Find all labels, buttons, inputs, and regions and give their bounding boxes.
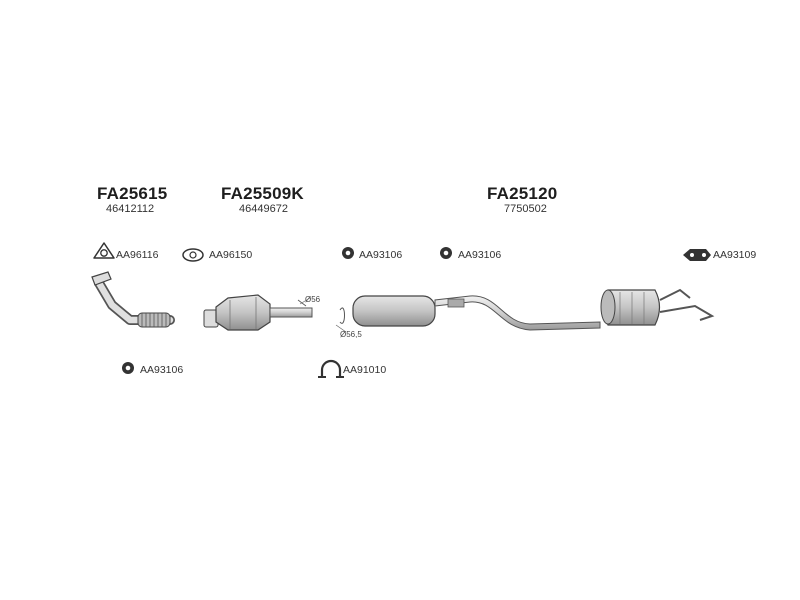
group-code-2: FA25509K	[221, 184, 304, 203]
part-label-ring-lower: AA93106	[140, 364, 184, 376]
front-pipe-part	[91, 271, 175, 328]
part-label-clamp: AA91010	[343, 364, 387, 376]
gasket-oval-icon	[182, 248, 204, 262]
dimension-label-2: Ø56,5	[340, 330, 362, 339]
part-label-gasket-cat: AA96150	[209, 249, 253, 261]
part-label-gasket-front: AA96116	[116, 249, 159, 261]
group-code-3: FA25120	[487, 184, 558, 203]
part-label-hanger-rear: AA93109	[713, 249, 757, 261]
dimension-label-1: Ø56	[305, 295, 321, 304]
muffler-assembly-part	[339, 288, 715, 331]
part-label-ring-mid-left: AA93106	[359, 249, 403, 261]
rubber-hanger-icon	[683, 249, 711, 261]
gasket-triangle-icon	[93, 242, 115, 259]
dimension-leader	[299, 297, 311, 305]
part-label-ring-mid-right: AA93106	[458, 249, 502, 261]
group-oem-3: 7750502	[504, 203, 547, 215]
rubber-ring-icon	[440, 247, 452, 259]
group-oem-1: 46412112	[106, 203, 155, 215]
rubber-ring-icon	[122, 362, 134, 374]
group-oem-2: 46449672	[239, 203, 288, 215]
catalytic-converter-part	[203, 294, 313, 331]
dimension-leader	[335, 324, 347, 333]
rubber-ring-icon	[342, 247, 354, 259]
clamp-icon	[318, 359, 344, 378]
group-code-1: FA25615	[97, 184, 168, 203]
